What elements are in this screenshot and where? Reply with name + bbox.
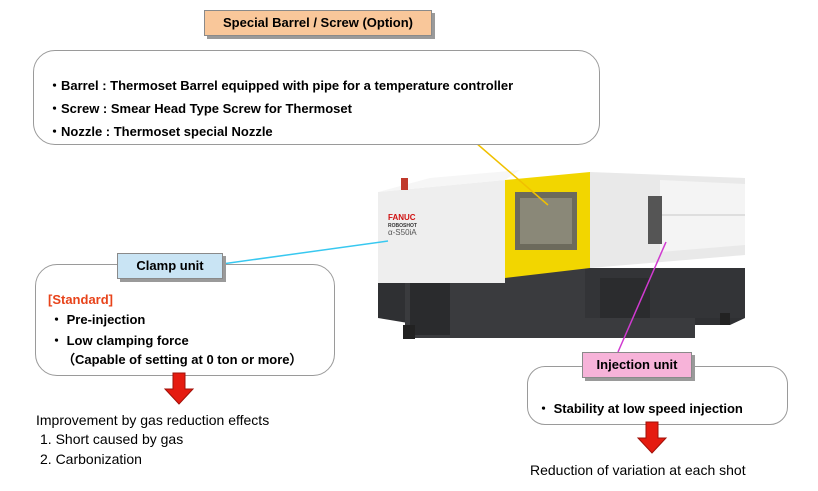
clamp-result-title: Improvement by gas reduction effects xyxy=(36,412,270,428)
nozzle-item: ・Nozzle : Thermoset special Nozzle xyxy=(48,124,273,139)
zero-ton-note: （Capable of setting at 0 ton or more） xyxy=(62,352,303,367)
barrel-title-tag: Special Barrel / Screw (Option) xyxy=(204,10,432,36)
clamp-spec-box xyxy=(35,264,335,376)
machine-series: ROBOSHOT xyxy=(388,223,417,229)
clamp-title-tag: Clamp unit xyxy=(117,253,223,279)
clamp-result-2: 2. Carbonization xyxy=(40,451,142,467)
injection-leader-line xyxy=(617,241,667,353)
clamp-standard-label: [Standard] xyxy=(48,292,113,307)
screw-item: ・Screw : Smear Head Type Screw for Therm… xyxy=(48,101,352,116)
machine-brand: FANUC xyxy=(388,213,416,222)
low-clamping-item: ・ Low clamping force xyxy=(50,333,189,348)
injection-title-tag: Injection unit xyxy=(582,352,692,378)
machine-model: α-S50iA xyxy=(388,228,417,237)
clamp-result-1: 1. Short caused by gas xyxy=(40,431,184,447)
barrel-item: ・Barrel : Thermoset Barrel equipped with… xyxy=(48,78,514,93)
clamp-leader-line xyxy=(221,240,389,265)
pre-injection-item: ・ Pre-injection xyxy=(50,312,146,327)
barrel-leader-line xyxy=(467,135,549,206)
barrel-spec-box xyxy=(33,50,600,145)
injection-result: Reduction of variation at each shot xyxy=(530,462,746,478)
low-speed-item: ・ Stability at low speed injection xyxy=(537,401,743,416)
